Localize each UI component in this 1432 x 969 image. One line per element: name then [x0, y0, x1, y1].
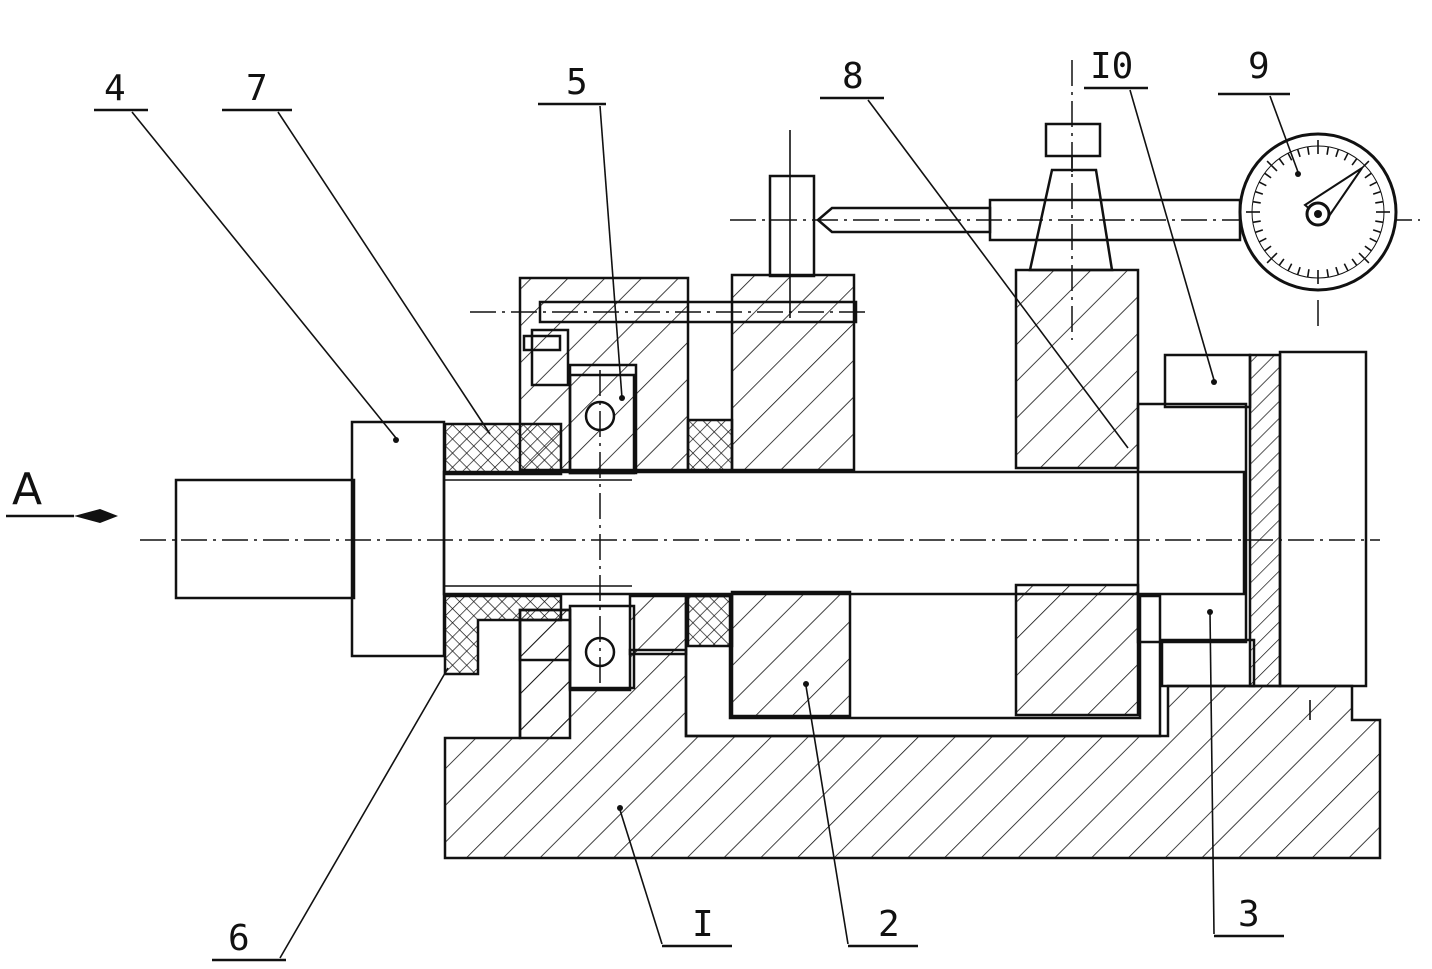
label-4: 4 [104, 68, 126, 109]
label-8: 8 [842, 56, 864, 97]
dial-tick [1369, 181, 1378, 187]
dial-tick [1358, 252, 1370, 264]
sleeve-7 [443, 422, 563, 476]
indicator-holder [1028, 168, 1114, 272]
label-9: 9 [1248, 46, 1270, 87]
dial-tick [1296, 148, 1301, 158]
label-3: 3 [1238, 894, 1260, 935]
label-2: 2 [878, 904, 900, 945]
dial-tick [1375, 220, 1384, 224]
view-a-label: A [12, 464, 42, 515]
dial-tick [1306, 269, 1310, 278]
leader-9: 9 [1218, 46, 1301, 177]
dial-tick [1364, 172, 1372, 179]
dial-hub-dot [1314, 210, 1322, 218]
dial-tick [1278, 158, 1285, 166]
label-7: 7 [246, 68, 268, 109]
bolt-nut [522, 334, 562, 352]
housing-gap [530, 328, 570, 387]
hub-block [1136, 402, 1248, 644]
dial-tick [1258, 181, 1267, 187]
dial-tick [1335, 266, 1340, 276]
dial-tick [1287, 263, 1293, 272]
bearing-race-bottom [568, 604, 636, 690]
shaft-end [174, 478, 356, 600]
dial-tick [1375, 200, 1384, 204]
dial-tick [1264, 172, 1272, 179]
dial-tick [1326, 269, 1330, 278]
spacer-ring-bottom [686, 594, 734, 648]
dial-tick [1278, 258, 1285, 266]
label-6: 6 [228, 918, 250, 959]
block-2-upper [730, 273, 856, 472]
holder-knob [1044, 122, 1102, 158]
part-10-block [1163, 353, 1252, 409]
dial-tick [1252, 220, 1261, 224]
dial-tick [1369, 237, 1378, 243]
dial-tick [1372, 229, 1382, 234]
dial-tick [1258, 237, 1267, 243]
leader-2: 2 [803, 681, 918, 948]
leader-1: I [617, 805, 732, 948]
bearing-housing-lower [518, 608, 572, 740]
end-plate [1278, 350, 1368, 688]
leader-8: 8 [820, 56, 1129, 449]
dial-tick [1252, 200, 1261, 204]
part-3-block [1160, 638, 1256, 688]
dial-ticks [1246, 140, 1390, 284]
bearing-housing-lower-right [628, 594, 688, 656]
block-2-lower [730, 590, 852, 718]
dial-tick [1287, 152, 1293, 161]
label-1: I [692, 904, 714, 945]
leader-3: 3 [1207, 609, 1284, 938]
leader-7: 7 [222, 68, 491, 435]
label-5: 5 [566, 62, 588, 103]
dial-tick [1266, 160, 1278, 172]
dial-tick [1254, 190, 1264, 195]
dial-tick [1335, 148, 1340, 158]
dial-tick [1351, 258, 1358, 266]
main-shaft [442, 470, 1246, 596]
label-10: I0 [1090, 46, 1133, 87]
block-8-lower [1014, 583, 1140, 717]
dial-tick [1254, 229, 1264, 234]
block-8-upper [1014, 268, 1140, 470]
dial-tick [1372, 190, 1382, 195]
dial-tick [1351, 158, 1358, 166]
dial-tick [1306, 146, 1310, 155]
face-plate [1248, 353, 1282, 688]
dial-tick [1264, 245, 1272, 252]
spacer-ring-top [686, 418, 734, 472]
view-a-arrow-icon [74, 509, 118, 523]
dial-tick [1364, 245, 1372, 252]
dial-tick [1296, 266, 1301, 276]
leader-4: 4 [94, 68, 399, 443]
dial-tick [1343, 263, 1349, 272]
leader-6: 6 [212, 667, 449, 962]
indicator-post [768, 174, 816, 278]
leader-10: I0 [1084, 46, 1217, 385]
dial-tick [1343, 152, 1349, 161]
dial-tick [1266, 252, 1278, 264]
shaft-collar-4 [350, 420, 446, 658]
dial-tick [1326, 146, 1330, 155]
leader-5: 5 [538, 62, 625, 401]
